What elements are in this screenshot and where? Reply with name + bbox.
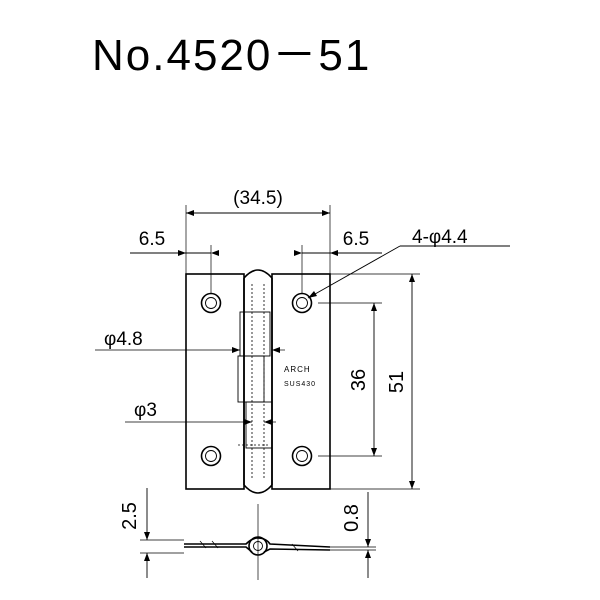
hole-bottom-right xyxy=(291,445,313,467)
hole-pitch-label: 36 xyxy=(348,369,370,391)
hole-bottom-left xyxy=(200,445,222,467)
leaf-thickness-label: 2.5 xyxy=(119,502,141,530)
hole-top-right xyxy=(291,292,313,314)
side-thickness-label: 0.8 xyxy=(341,504,363,532)
drawing-title: No.4520－51 xyxy=(92,31,371,80)
material-mark: SUS430 xyxy=(284,381,316,388)
knuckle-strip xyxy=(237,269,273,494)
hole-top-left xyxy=(200,292,222,314)
brand-mark: ARCH xyxy=(284,365,311,374)
left-offset-label: 6.5 xyxy=(139,229,165,250)
knuckle-diameter-callout: φ4.8 xyxy=(95,329,285,353)
height-dimensions: 36 51 xyxy=(318,273,420,490)
right-offset-label: 6.5 xyxy=(343,229,369,250)
pin-diameter-callout: φ3 xyxy=(125,400,276,425)
hole-callout: 4-φ4.4 xyxy=(307,227,510,299)
knuckle-diameter-label: φ4.8 xyxy=(104,329,143,350)
hinge-side-view: 2.5 0.8 xyxy=(119,488,376,580)
mounting-holes xyxy=(200,292,313,467)
pin-diameter-label: φ3 xyxy=(134,400,157,421)
width-dimensions: (34.5) 6.5 6.5 xyxy=(130,188,382,293)
hinge-front-view: ARCH SUS430 xyxy=(185,269,331,494)
height-label: 51 xyxy=(386,371,408,393)
holes-label: 4-φ4.4 xyxy=(412,227,468,248)
overall-width-label: (34.5) xyxy=(233,188,283,209)
